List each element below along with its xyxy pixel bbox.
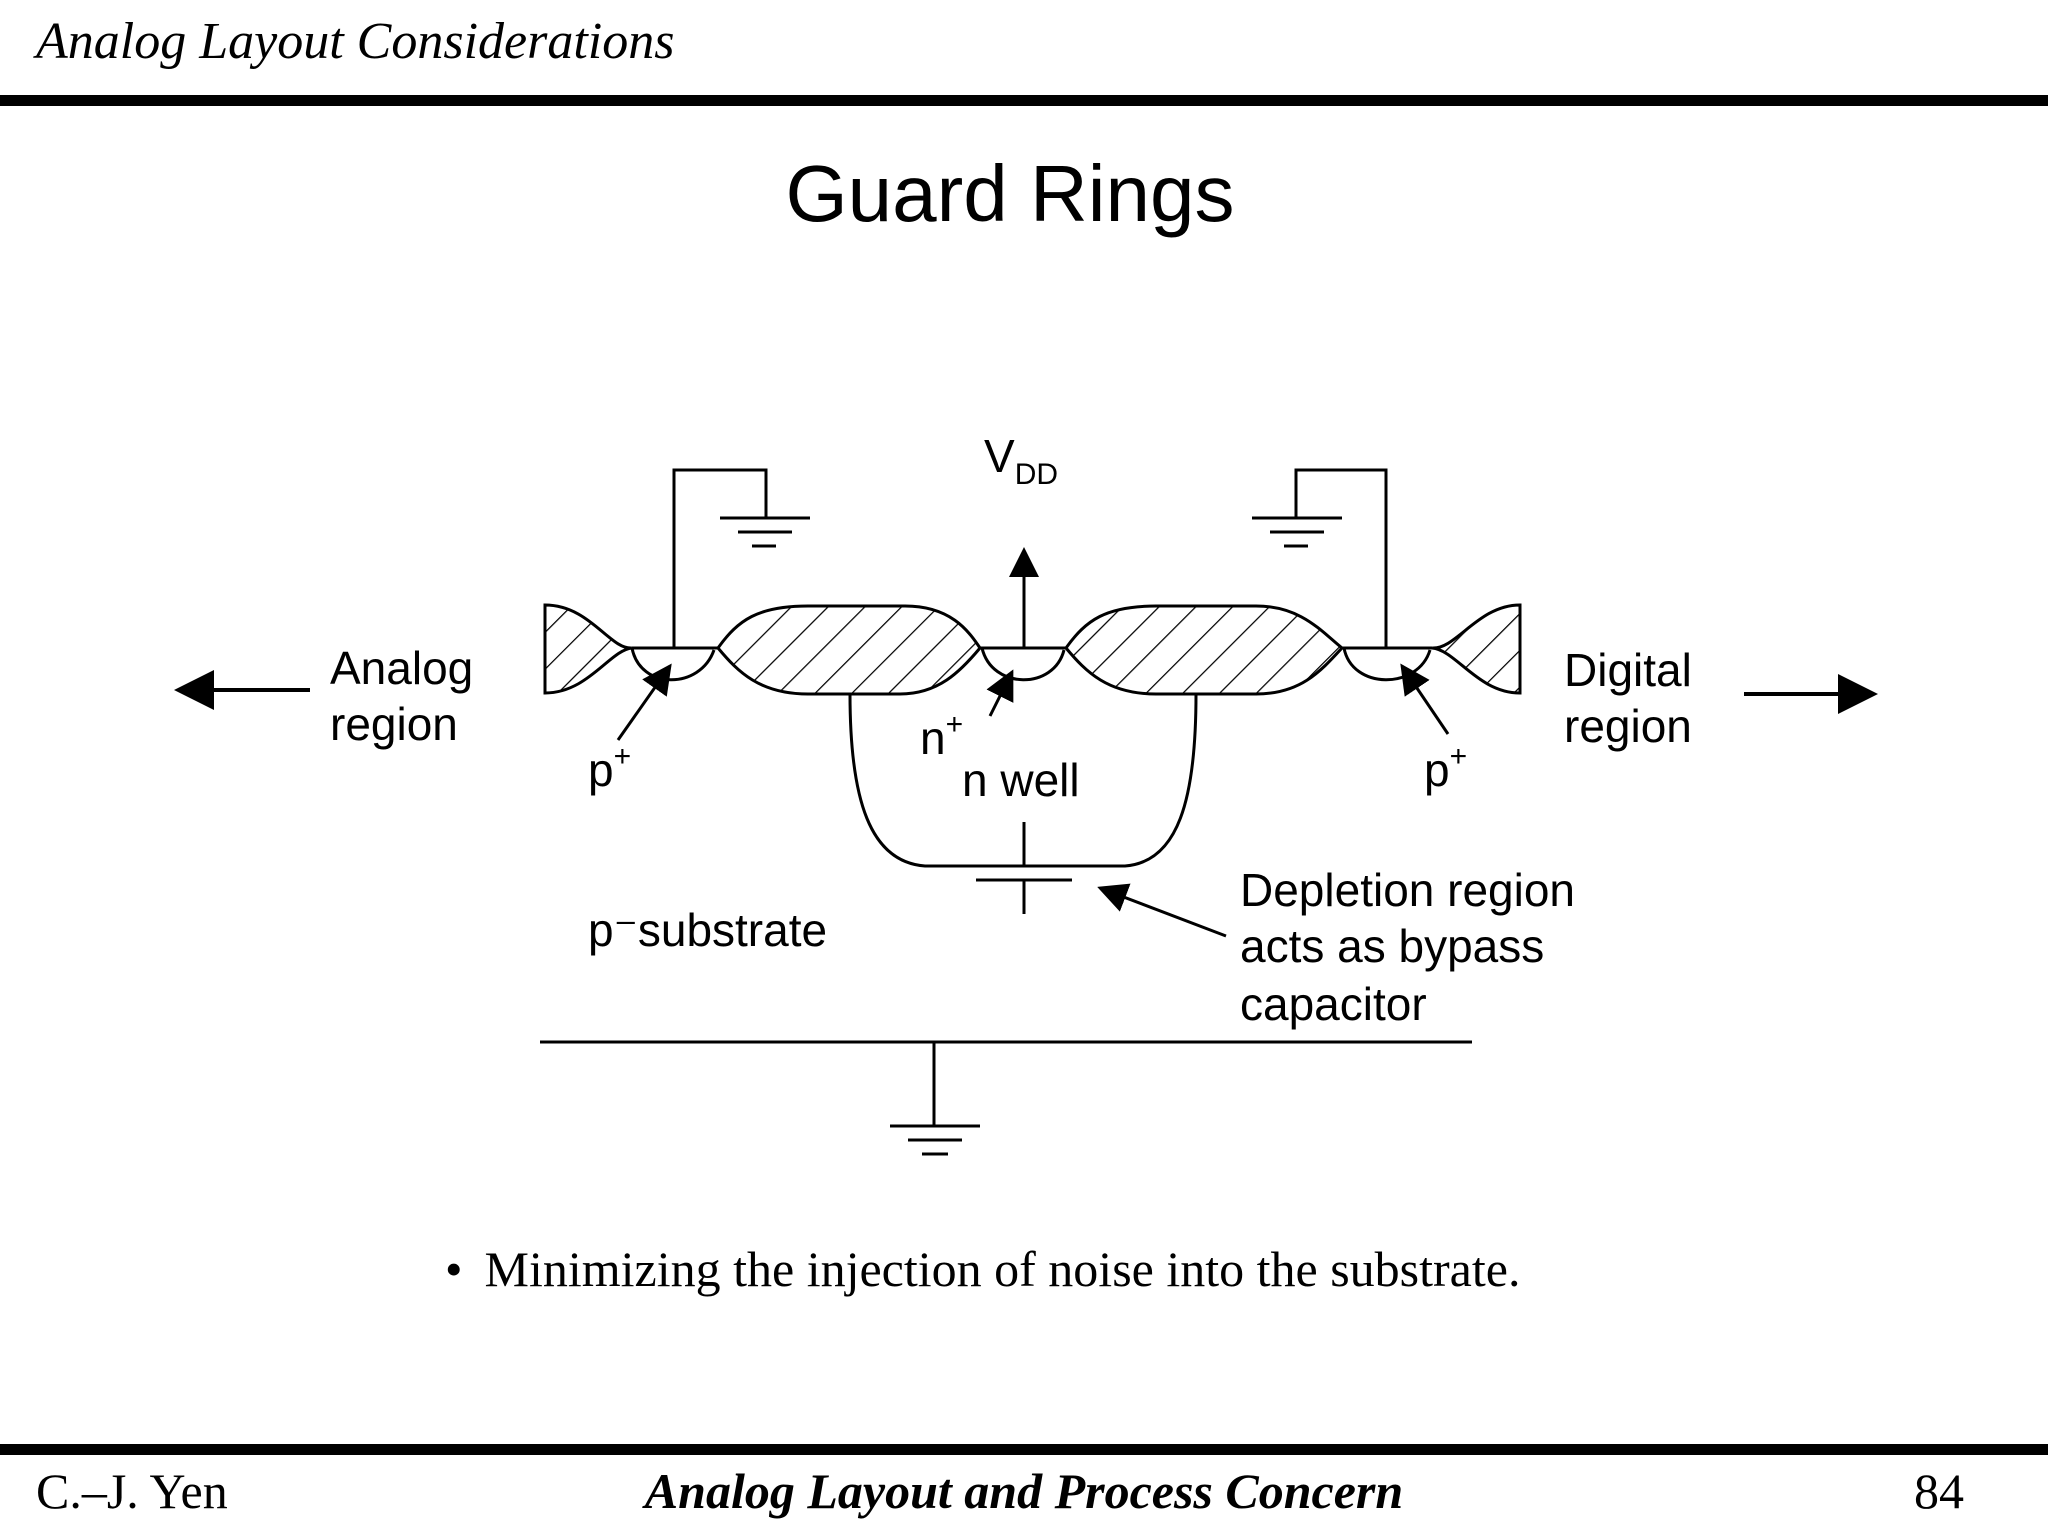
digital-region-label-line1: Digital — [1564, 644, 1692, 696]
footer-author: C.–J. Yen — [36, 1463, 228, 1519]
footer-course-title: Analog Layout and Process Concern — [644, 1463, 1404, 1519]
p-plus-diffusion-left — [630, 647, 716, 682]
footer-divider — [0, 1444, 2048, 1455]
field-oxide-left — [543, 603, 633, 695]
n-plus-diffusion — [980, 647, 1066, 682]
bullet-dot: • — [445, 1241, 463, 1297]
vdd-label: VDD — [984, 430, 1058, 491]
p-plus-diffusion-right — [1342, 647, 1432, 682]
p-plus-left-label: p+ — [588, 740, 631, 796]
depletion-note-line1: Depletion region — [1240, 864, 1575, 916]
digital-region-label-line2: region — [1564, 700, 1692, 752]
n-plus-leader — [986, 669, 1014, 717]
page-number: 84 — [1914, 1463, 1964, 1519]
depletion-leader — [1097, 883, 1227, 938]
p-substrate-label: p⁻substrate — [588, 904, 827, 956]
header-divider — [0, 95, 2048, 106]
bullet-text: Minimizing the injection of noise into t… — [484, 1241, 1521, 1297]
field-oxide-right — [1431, 603, 1522, 695]
field-oxide-center-right — [1064, 604, 1345, 696]
p-plus-right-leader — [1400, 663, 1450, 735]
header-title: Analog Layout Considerations — [36, 13, 675, 70]
analog-region-label-line2: region — [330, 698, 458, 750]
depletion-note-line2: acts as bypass — [1240, 920, 1544, 972]
p-plus-right-label: p+ — [1424, 740, 1467, 796]
n-well-label: n well — [962, 754, 1080, 806]
depletion-note-line3: capacitor — [1240, 978, 1427, 1030]
p-plus-left-leader — [616, 663, 672, 741]
field-oxide-center-left — [716, 604, 982, 696]
slide-title: Guard Rings — [785, 149, 1235, 238]
n-plus-label: n+ — [920, 708, 963, 764]
analog-region-label-line1: Analog — [330, 642, 473, 694]
bullet-item: • Minimizing the injection of noise into … — [445, 1240, 1520, 1298]
n-well — [848, 693, 1198, 868]
